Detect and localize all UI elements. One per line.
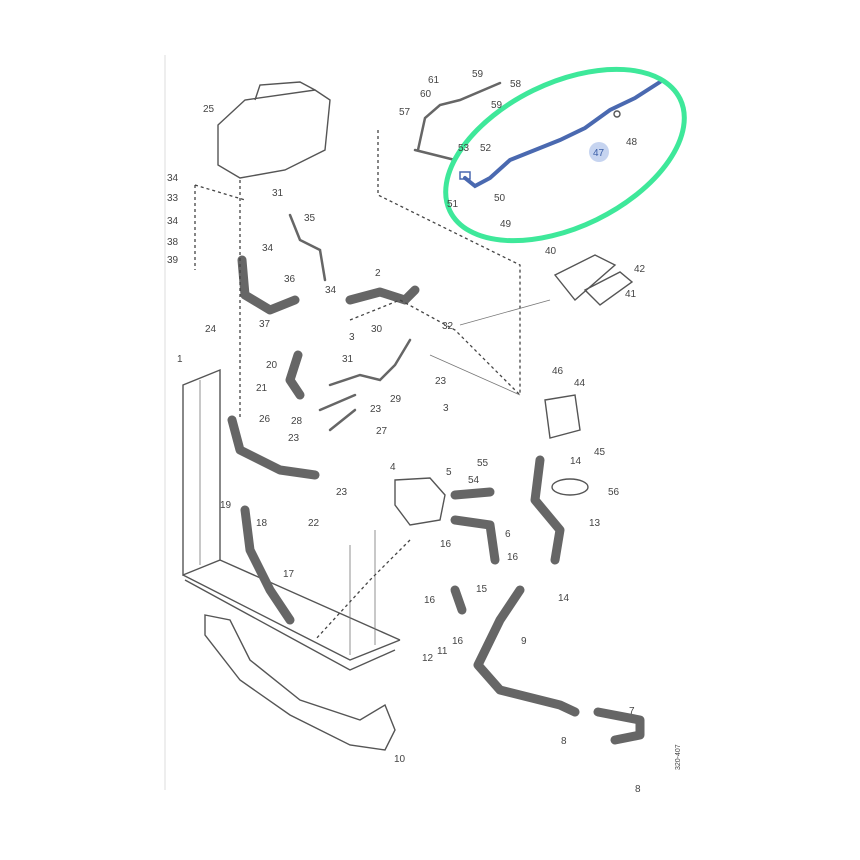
label: 61 (428, 75, 440, 86)
label: 56 (608, 487, 620, 498)
label: 29 (390, 394, 402, 405)
label: 34 (262, 243, 274, 254)
label: 49 (500, 219, 512, 230)
hoses (227, 213, 645, 745)
label: 50 (494, 193, 506, 204)
label: 15 (476, 584, 488, 595)
label: 58 (510, 79, 522, 90)
label: 55 (477, 458, 489, 469)
label: 2 (375, 268, 381, 279)
callout-highlight-47 (589, 142, 609, 162)
label: 34 (167, 173, 179, 184)
diagram-code: 320-407 (675, 744, 682, 770)
label: 44 (574, 378, 586, 389)
label: 4 (390, 462, 396, 473)
label: 16 (452, 636, 464, 647)
part-labels: 25 34 33 34 38 39 31 35 34 36 34 37 2 3 … (167, 69, 646, 795)
expansion-tank (217, 81, 331, 179)
label: 7 (629, 706, 635, 717)
label: 51 (447, 199, 459, 210)
label: 33 (167, 193, 179, 204)
label: 14 (570, 456, 582, 467)
label: 52 (480, 143, 492, 154)
label: 27 (376, 426, 388, 437)
label: 34 (325, 285, 337, 296)
label: 36 (284, 274, 296, 285)
label: 59 (491, 100, 503, 111)
label: 30 (371, 324, 383, 335)
gasket-41 (583, 271, 634, 306)
label: 9 (521, 636, 527, 647)
highlighted-hose-47 (463, 80, 662, 189)
outlet-housing-44 (544, 394, 581, 439)
highlight-ellipse (443, 66, 687, 244)
label: 37 (259, 319, 271, 330)
radiator (182, 368, 401, 671)
label: 31 (342, 354, 354, 365)
thermostat-housing (394, 477, 446, 526)
label: 17 (283, 569, 295, 580)
label: 3 (443, 403, 449, 414)
label: 18 (256, 518, 268, 529)
label: 23 (336, 487, 348, 498)
label: 6 (505, 529, 511, 540)
label: 24 (205, 324, 217, 335)
outlet-housing-40 (553, 254, 617, 302)
label: 57 (399, 107, 411, 118)
label: 19 (220, 500, 232, 511)
front-bracket (204, 614, 396, 751)
label: 41 (625, 289, 637, 300)
label: 21 (256, 383, 268, 394)
label: 40 (545, 246, 557, 257)
label: 8 (561, 736, 567, 747)
label: 20 (266, 360, 278, 371)
label: 59 (472, 69, 484, 80)
label: 3 (349, 332, 355, 343)
label: 39 (167, 255, 179, 266)
label: 16 (424, 595, 436, 606)
label: 23 (370, 404, 382, 415)
label: 45 (594, 447, 606, 458)
label: 11 (437, 646, 448, 657)
label: 34 (167, 216, 179, 227)
label: 47 (593, 148, 605, 159)
label: 46 (552, 366, 564, 377)
label: 48 (626, 137, 638, 148)
label: 1 (177, 354, 183, 365)
label: 53 (458, 143, 470, 154)
connector-53 (459, 171, 471, 180)
label: 8 (635, 784, 641, 795)
label: 22 (308, 518, 320, 529)
label: 14 (558, 593, 570, 604)
label: 16 (507, 552, 519, 563)
label: 42 (634, 264, 646, 275)
label: 54 (468, 475, 480, 486)
label: 60 (420, 89, 432, 100)
label: 38 (167, 237, 179, 248)
clip-48 (613, 110, 621, 118)
label: 26 (259, 414, 271, 425)
label: 31 (272, 188, 284, 199)
label: 12 (422, 653, 434, 664)
label: 23 (288, 433, 300, 444)
label: 35 (304, 213, 316, 224)
label: 16 (440, 539, 452, 550)
label: 13 (589, 518, 601, 529)
label: 5 (446, 467, 452, 478)
cable-end (413, 148, 457, 162)
guide-lines (194, 130, 551, 641)
label: 23 (435, 376, 447, 387)
label: 25 (203, 104, 215, 115)
label: 10 (394, 754, 406, 765)
label: 32 (442, 321, 454, 332)
label: 28 (291, 416, 303, 427)
cable-57 (416, 81, 502, 152)
